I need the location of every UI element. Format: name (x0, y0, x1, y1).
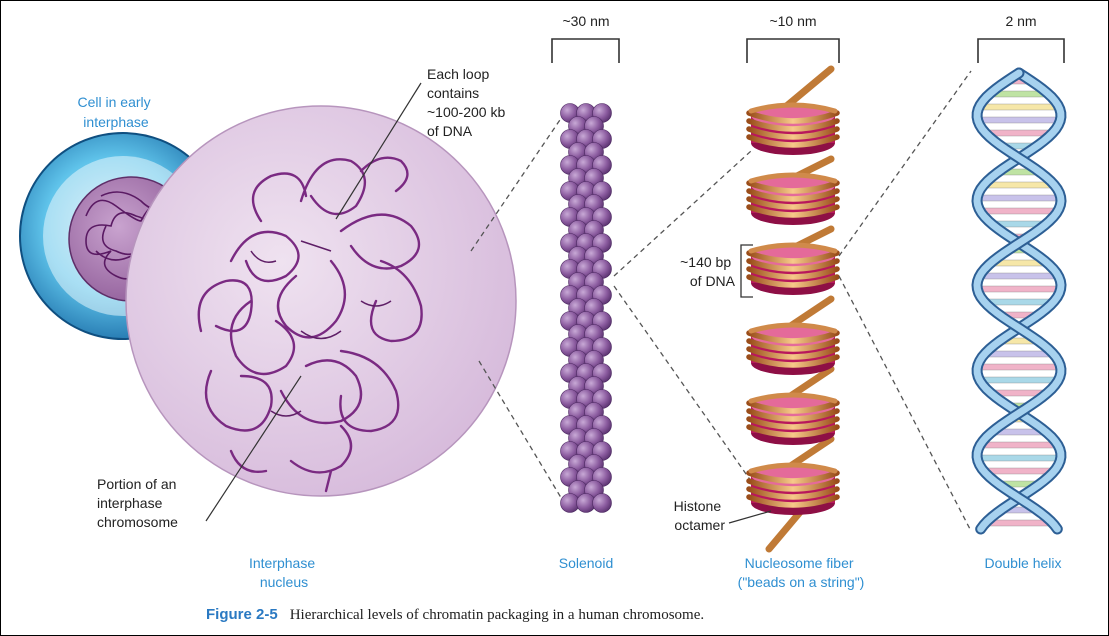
base-pair (980, 442, 1058, 448)
scale-label-nucleosome: ~10 nm (769, 13, 816, 29)
scale-bracket-nucleosome (747, 39, 839, 63)
base-pair (984, 182, 1055, 188)
nucleosome (749, 463, 837, 515)
caption-text: Hierarchical levels of chromatin packagi… (290, 607, 704, 623)
scale-label-solenoid: ~30 nm (562, 13, 609, 29)
base-pair (980, 273, 1059, 279)
base-pair (977, 195, 1061, 201)
solenoid-bead (593, 494, 612, 513)
base-pair (984, 468, 1055, 474)
base-pair (980, 208, 1058, 214)
scale-bracket-solenoid (552, 39, 619, 63)
base-pair (985, 351, 1054, 357)
nucleosome (749, 103, 837, 155)
nucleosome (749, 173, 837, 225)
solenoid-label: Solenoid (559, 555, 614, 571)
base-pair (980, 377, 1059, 383)
bp-label: ~140 bp of DNA (680, 254, 736, 289)
nucleosome-label: Nucleosome fiber ("beads on a string") (738, 555, 865, 590)
histone-pointer (729, 511, 771, 523)
base-pair (979, 104, 1059, 110)
solenoid-illustration (561, 104, 612, 513)
nucleus-label: Interphase nucleus (249, 555, 319, 590)
double-helix-illustration (977, 73, 1061, 529)
cell-label: Cell in early interphase (77, 94, 154, 130)
connector-lines-helix (839, 71, 971, 531)
base-pair (977, 364, 1060, 370)
nucleosome (749, 393, 837, 445)
base-pair (977, 286, 1060, 292)
base-pair (978, 117, 1061, 123)
nucleosome-fiber-illustration (749, 69, 837, 549)
helix-label: Double helix (984, 555, 1061, 571)
histone-label: Histone octamer (674, 498, 726, 533)
nucleosome (749, 323, 837, 375)
portion-label: Portion of an interphase chromosome (97, 476, 180, 530)
scale-label-helix: 2 nm (1005, 13, 1036, 29)
figure-caption: Figure 2-5 Hierarchical levels of chroma… (206, 606, 704, 623)
interphase-nucleus-illustration (126, 106, 516, 496)
connector-lines-nucleosome (614, 151, 751, 481)
base-pair (977, 455, 1061, 461)
scale-bracket-helix (978, 39, 1064, 63)
figure-number: Figure 2-5 (206, 606, 278, 623)
nucleosome (749, 243, 837, 295)
loop-label: Each loop contains ~100-200 kb of DNA (427, 66, 509, 139)
base-pair (985, 299, 1054, 305)
